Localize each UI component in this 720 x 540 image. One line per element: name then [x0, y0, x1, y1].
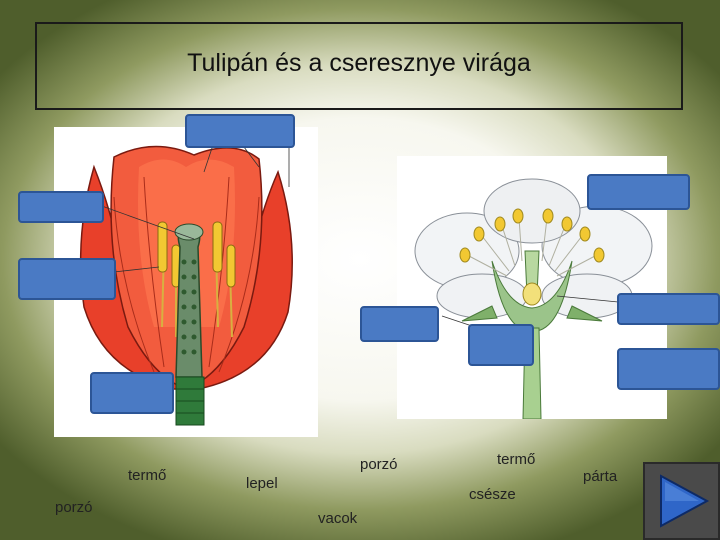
- drop-slot-cherry-top-right[interactable]: [587, 174, 690, 210]
- label-vacok[interactable]: vacok: [318, 510, 357, 527]
- drop-slot-cherry-center[interactable]: [468, 324, 534, 366]
- drop-slot-tulip-left-1[interactable]: [18, 191, 104, 223]
- label-porzo-2[interactable]: porzó: [360, 456, 398, 473]
- label-termo-1[interactable]: termő: [128, 467, 166, 484]
- label-csesze[interactable]: csésze: [469, 486, 516, 503]
- drop-slot-cherry-right-2[interactable]: [617, 348, 720, 390]
- drop-slot-tulip-left-2[interactable]: [18, 258, 116, 300]
- drop-slot-tulip-top[interactable]: [185, 114, 295, 148]
- drop-slot-tulip-bottom[interactable]: [90, 372, 174, 414]
- label-parta[interactable]: párta: [583, 468, 617, 485]
- drop-slot-cherry-right-1[interactable]: [617, 293, 720, 325]
- label-porzo-1[interactable]: porzó: [55, 499, 93, 516]
- title-box: Tulipán és a cseresznye virága: [35, 22, 683, 110]
- label-lepel[interactable]: lepel: [246, 475, 278, 492]
- page-title: Tulipán és a cseresznye virága: [187, 49, 531, 78]
- next-button[interactable]: [643, 462, 720, 540]
- play-triangle-icon: [651, 470, 713, 532]
- label-termo-2[interactable]: termő: [497, 451, 535, 468]
- drop-slot-cherry-left[interactable]: [360, 306, 439, 342]
